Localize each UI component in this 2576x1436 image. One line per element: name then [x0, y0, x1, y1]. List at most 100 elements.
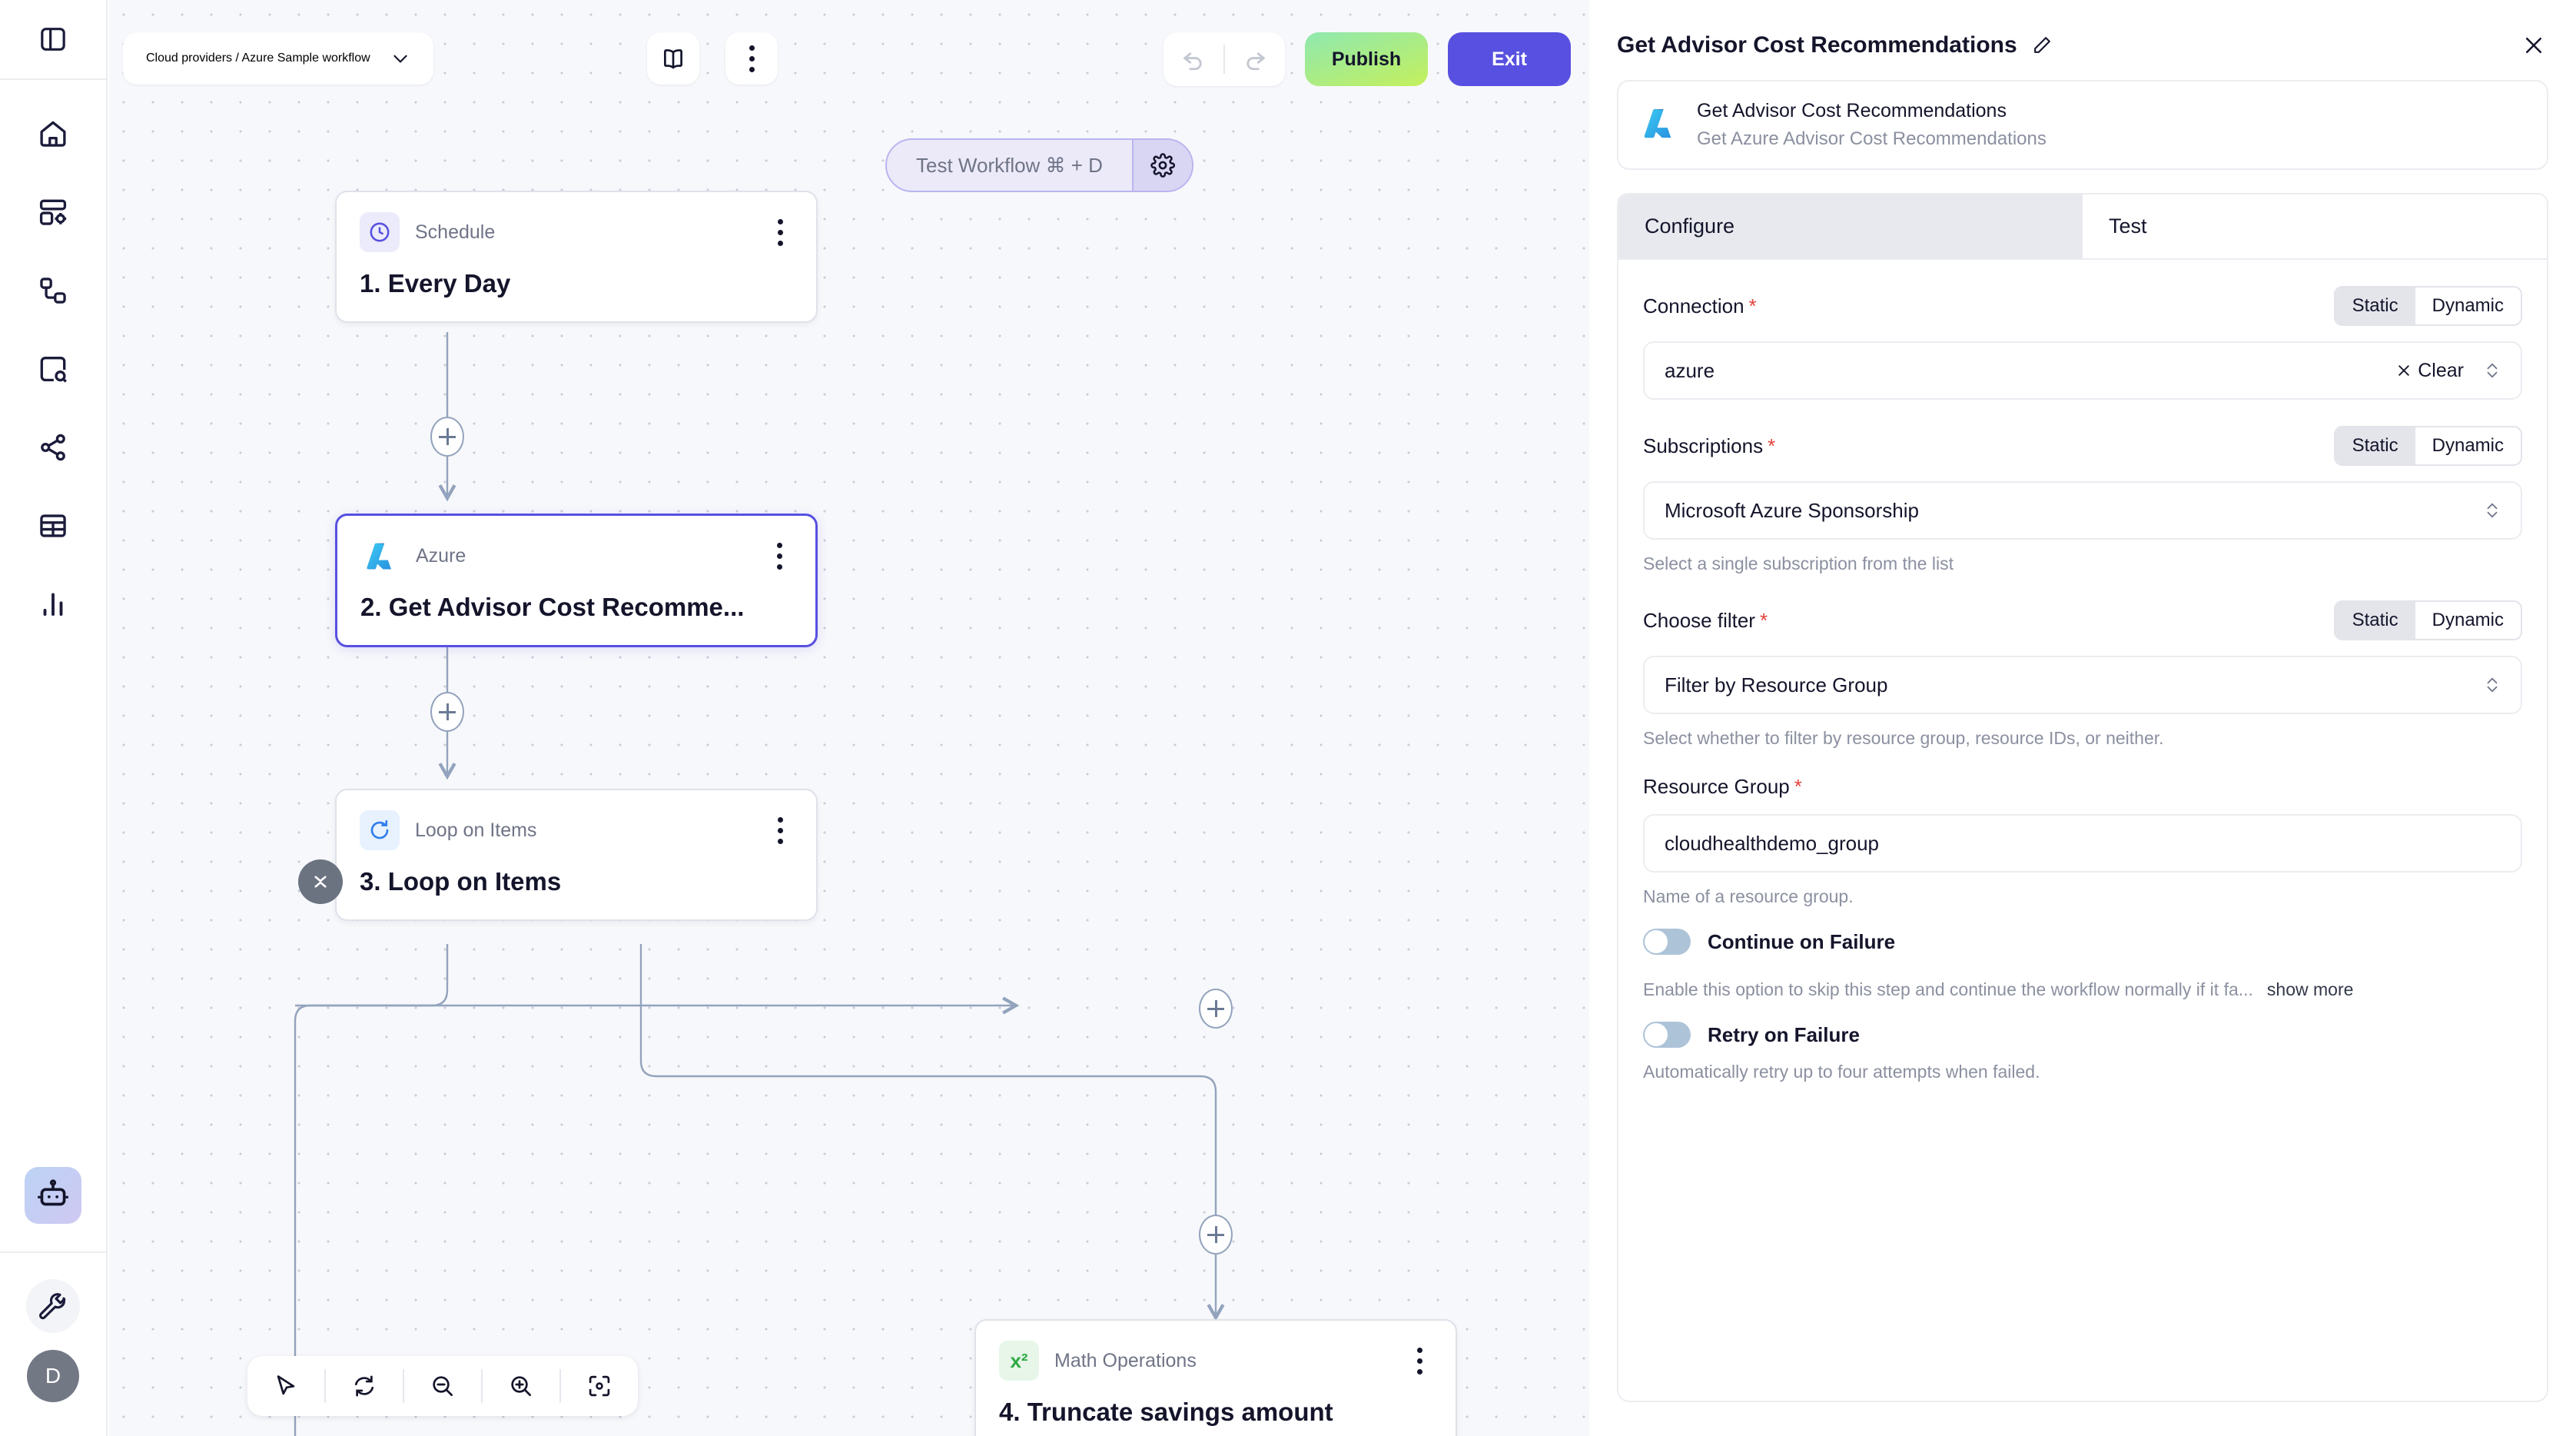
- connection-value: azure: [1665, 358, 1715, 382]
- add-step-button[interactable]: [430, 692, 464, 732]
- clear-connection-button[interactable]: Clear: [2396, 360, 2464, 382]
- zoom-in-button[interactable]: [483, 1373, 559, 1399]
- breadcrumb[interactable]: Cloud providers / Azure Sample workflow: [123, 32, 433, 85]
- summary-subtitle: Get Azure Advisor Cost Recommendations: [1697, 128, 2047, 149]
- step-config-panel: Get Advisor Cost Recommendations: [1589, 0, 2576, 1436]
- tab-test[interactable]: Test: [2083, 194, 2547, 258]
- zoom-out-icon: [433, 1376, 453, 1396]
- retry-on-failure-toggle[interactable]: [1643, 1022, 1691, 1048]
- mode-static-option[interactable]: Static: [2335, 602, 2415, 639]
- undo-icon: [1183, 52, 1202, 71]
- mode-dynamic-option[interactable]: Dynamic: [2432, 435, 2504, 456]
- node-type-label: Loop on Items: [415, 819, 537, 841]
- rail-divider: [0, 1252, 107, 1253]
- choose-filter-value: Filter by Resource Group: [1665, 673, 1888, 696]
- sidebar-item-search-resources[interactable]: [27, 343, 79, 395]
- field-label: Subscriptions*: [1643, 434, 1776, 457]
- continue-on-failure-toggle[interactable]: [1643, 929, 1691, 955]
- sidebar-item-home[interactable]: [27, 108, 79, 160]
- publish-button[interactable]: Publish: [1305, 32, 1428, 86]
- canvas-toolbar: [247, 1356, 638, 1416]
- toolbar-divider: [559, 1369, 561, 1403]
- field-subscriptions-row: Subscriptions* Static Dynamic: [1643, 426, 2522, 466]
- redo-button[interactable]: [1225, 46, 1285, 72]
- close-small-icon: [2398, 365, 2409, 376]
- continue-on-failure-label: Continue on Failure: [1708, 929, 1896, 953]
- toolbar-divider: [481, 1369, 483, 1403]
- close-icon[interactable]: [2519, 31, 2548, 60]
- resource-group-input[interactable]: cloudhealthdemo_group: [1643, 814, 2522, 873]
- sidebar-toggle-icon[interactable]: [27, 13, 79, 65]
- more-options-button[interactable]: [725, 32, 778, 85]
- choose-filter-chevrons-icon[interactable]: [2484, 675, 2501, 695]
- subscriptions-value: Microsoft Azure Sponsorship: [1665, 498, 1919, 522]
- continue-on-failure-row: Continue on Failure: [1643, 929, 2522, 955]
- field-label: Choose filter*: [1643, 608, 1768, 632]
- panel-tabs: Configure Test: [1617, 193, 2548, 260]
- choose-filter-select[interactable]: Filter by Resource Group: [1643, 656, 2522, 714]
- required-asterisk: *: [1768, 434, 1776, 457]
- undo-redo-divider: [1223, 45, 1225, 74]
- rail-bottom: D: [0, 1167, 107, 1436]
- undo-button[interactable]: [1164, 46, 1223, 72]
- subscriptions-chevrons-icon[interactable]: [2484, 500, 2501, 520]
- chevron-down-icon: [393, 55, 407, 63]
- node-menu-button[interactable]: [767, 218, 793, 246]
- docs-button[interactable]: [647, 32, 699, 85]
- connection-chevrons-icon[interactable]: [2484, 361, 2501, 381]
- add-step-button[interactable]: [1199, 1215, 1233, 1255]
- node-math[interactable]: x² Math Operations 4. Truncate savings a…: [974, 1319, 1457, 1436]
- node-type-label: Azure: [416, 544, 466, 567]
- node-header: Azure: [360, 536, 792, 576]
- test-workflow-button[interactable]: Test Workflow ⌘ + D: [916, 153, 1103, 177]
- summary-title: Get Advisor Cost Recommendations: [1697, 100, 2007, 121]
- mode-static-option[interactable]: Static: [2335, 288, 2415, 324]
- node-menu-button[interactable]: [766, 542, 792, 570]
- fit-view-button[interactable]: [561, 1373, 638, 1399]
- panel-header: Get Advisor Cost Recommendations: [1589, 0, 2576, 60]
- edit-pencil-icon[interactable]: [2031, 35, 2053, 56]
- test-settings-button[interactable]: [1131, 140, 1192, 191]
- required-asterisk: *: [1794, 775, 1802, 798]
- zoom-in-icon: [511, 1376, 531, 1396]
- sidebar-item-workflows[interactable]: [27, 186, 79, 238]
- fit-view-icon: [589, 1375, 610, 1397]
- toggle-knob: [1645, 1023, 1668, 1046]
- toolbar-divider: [324, 1369, 326, 1403]
- test-workflow-pill: Test Workflow ⌘ + D: [885, 138, 1193, 192]
- node-title: 4. Truncate savings amount: [999, 1398, 1333, 1426]
- subscriptions-select[interactable]: Microsoft Azure Sponsorship: [1643, 481, 2522, 540]
- agent-robot-icon[interactable]: [25, 1167, 81, 1224]
- zoom-out-button[interactable]: [404, 1373, 481, 1399]
- sidebar-item-analytics[interactable]: [27, 578, 79, 630]
- reset-view-button[interactable]: [326, 1373, 403, 1399]
- reset-icon: [354, 1375, 374, 1397]
- show-more-link[interactable]: show more: [2266, 979, 2354, 999]
- field-choose-filter-row: Choose filter* Static Dynamic: [1643, 600, 2522, 640]
- node-schedule[interactable]: Schedule 1. Every Day: [335, 191, 818, 323]
- add-step-button[interactable]: [430, 417, 464, 457]
- exit-button[interactable]: Exit: [1448, 32, 1571, 86]
- mode-dynamic-option[interactable]: Dynamic: [2432, 295, 2504, 316]
- node-loop[interactable]: Loop on Items 3. Loop on Items: [335, 789, 818, 921]
- add-step-button[interactable]: [1199, 989, 1233, 1029]
- mode-dynamic-option[interactable]: Dynamic: [2432, 610, 2504, 630]
- sidebar-item-integrations[interactable]: [27, 264, 79, 317]
- sidebar-item-tables[interactable]: [27, 500, 79, 552]
- sidebar-item-connections[interactable]: [27, 421, 79, 474]
- collapse-loop-button[interactable]: [298, 859, 343, 904]
- connection-mode-segmented: Static Dynamic: [2333, 286, 2522, 326]
- tools-wrench-icon[interactable]: [26, 1279, 80, 1333]
- select-tool-button[interactable]: [247, 1373, 324, 1399]
- node-menu-button[interactable]: [1406, 1347, 1432, 1375]
- mode-static-option[interactable]: Static: [2335, 427, 2415, 464]
- node-azure[interactable]: Azure 2. Get Advisor Cost Recomme...: [335, 514, 818, 647]
- avatar[interactable]: D: [27, 1350, 79, 1402]
- resource-group-hint: Name of a resource group.: [1643, 886, 1854, 906]
- cursor-icon: [277, 1375, 295, 1395]
- node-menu-button[interactable]: [767, 816, 793, 844]
- field-label: Connection*: [1643, 294, 1757, 317]
- tab-configure[interactable]: Configure: [1618, 194, 2083, 258]
- connection-select[interactable]: azure Clear: [1643, 341, 2522, 400]
- workflow-canvas[interactable]: Cloud providers / Azure Sample workflow …: [109, 0, 1589, 1436]
